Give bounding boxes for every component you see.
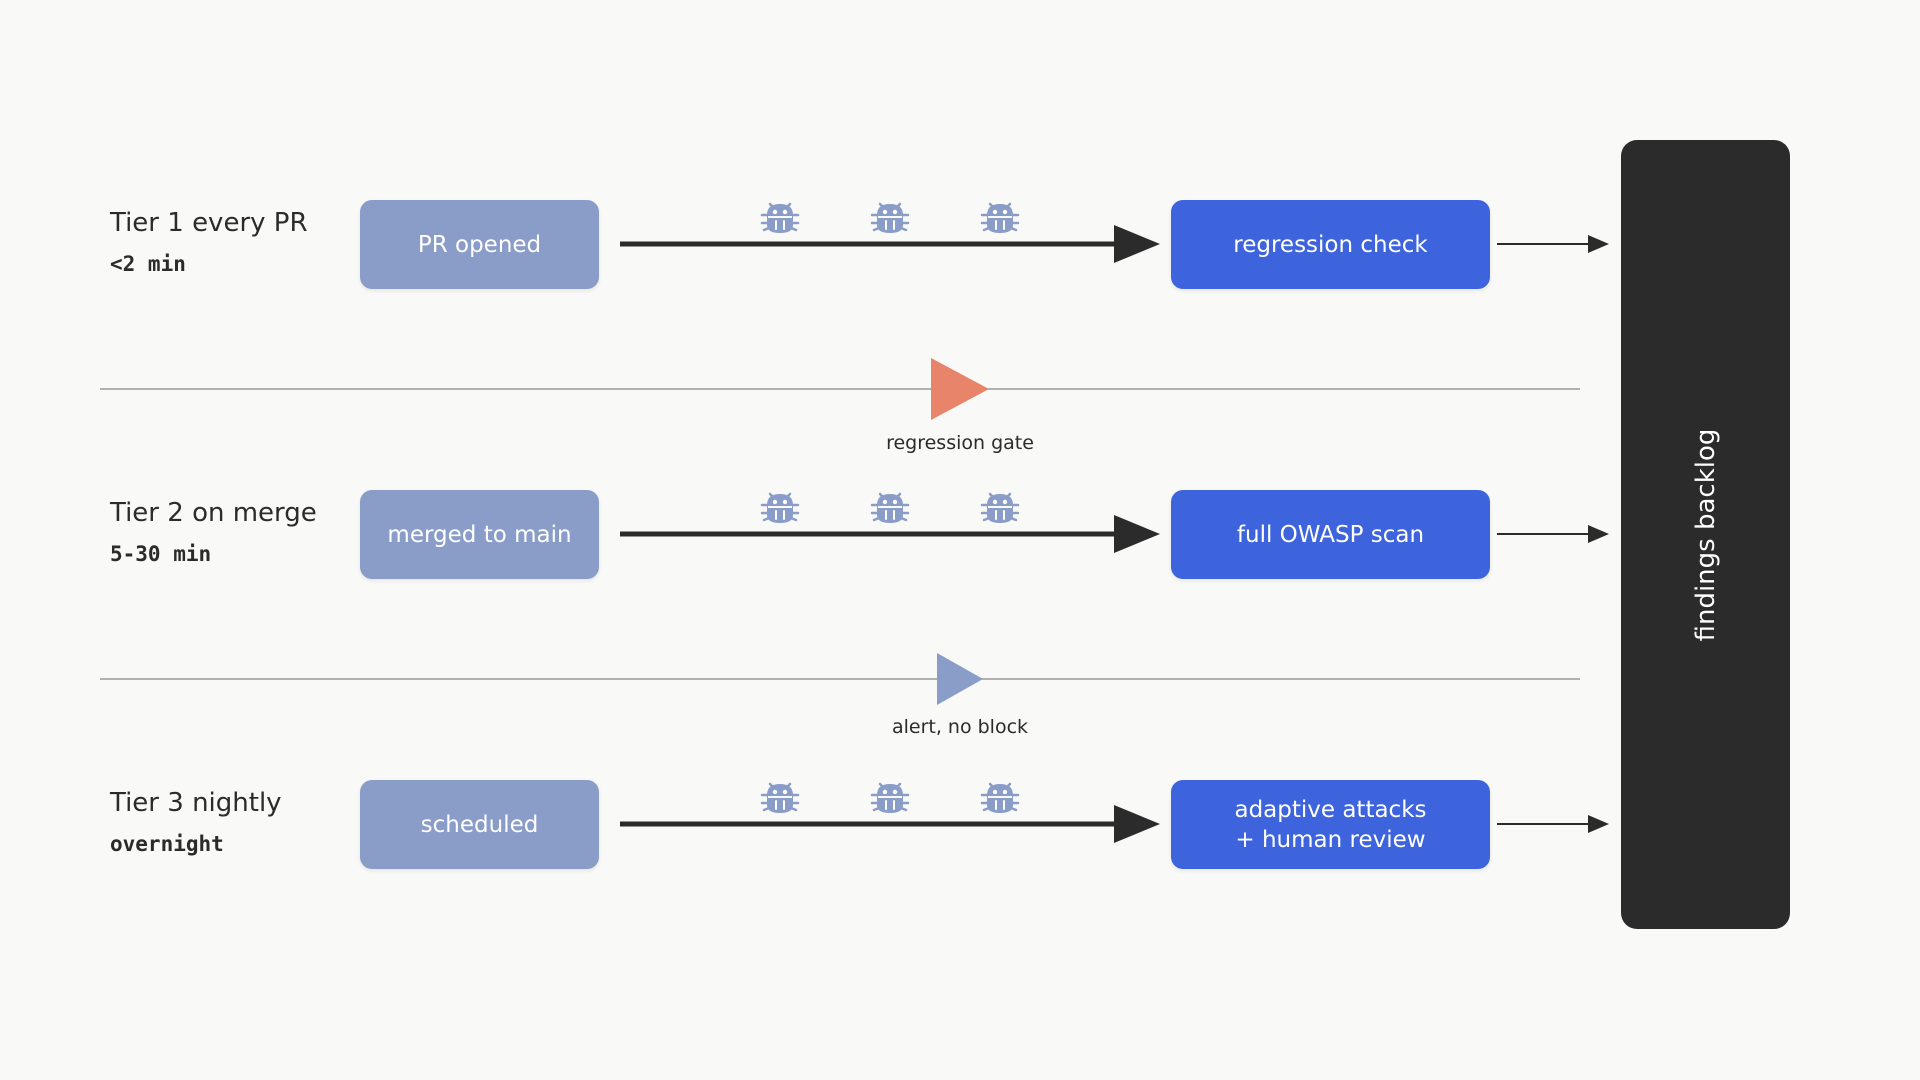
tier1-trigger-box: PR opened [360,200,599,289]
backlog-label: findings backlog [1690,428,1721,641]
tier2-stage-label: full OWASP scan [1236,521,1425,548]
bug-icon [760,492,800,525]
gate2-marker [937,653,983,705]
tier1-name: Tier 1 every PR [110,208,308,238]
tier3-stage-label: adaptive attacks + human review [1234,796,1427,853]
tier1-time: <2 min [110,252,186,276]
tier2-backlog-arrowhead [1588,525,1609,543]
tier3-backlog-arrowhead [1588,815,1609,833]
tier1-stage-box: regression check [1171,200,1490,289]
tier2-stage-box: full OWASP scan [1171,490,1490,579]
tier3-trigger-box: scheduled [360,780,599,869]
tier1-arrowhead [1114,225,1160,263]
tier1-stage-label: regression check [1233,231,1428,258]
bug-icon [870,492,910,525]
tier3-name: Tier 3 nightly [110,788,282,818]
tier2-arrowhead [1114,515,1160,553]
bug-icon [870,782,910,815]
bug-icon [760,782,800,815]
gate2-label: alert, no block [891,716,1029,738]
tier2-name: Tier 2 on merge [110,498,317,528]
bug-icon [980,492,1020,525]
tier3-trigger-label: scheduled [420,811,539,838]
tier3-stage-box: adaptive attacks + human review [1171,780,1490,869]
bug-icon [760,202,800,235]
bug-icon [980,782,1020,815]
gate1-label: regression gate [886,432,1034,454]
tier2-time: 5-30 min [110,542,212,566]
bug-icon [980,202,1020,235]
tier2-trigger-box: merged to main [360,490,599,579]
bug-icon [870,202,910,235]
tier1-trigger-label: PR opened [417,231,542,258]
findings-backlog: findings backlog [1621,140,1790,929]
tier2-trigger-label: merged to main [387,521,572,548]
tier3-time: overnight [110,832,224,856]
tier1-backlog-arrowhead [1588,235,1609,253]
tier3-arrowhead [1114,805,1160,843]
gate1-marker [931,358,989,420]
